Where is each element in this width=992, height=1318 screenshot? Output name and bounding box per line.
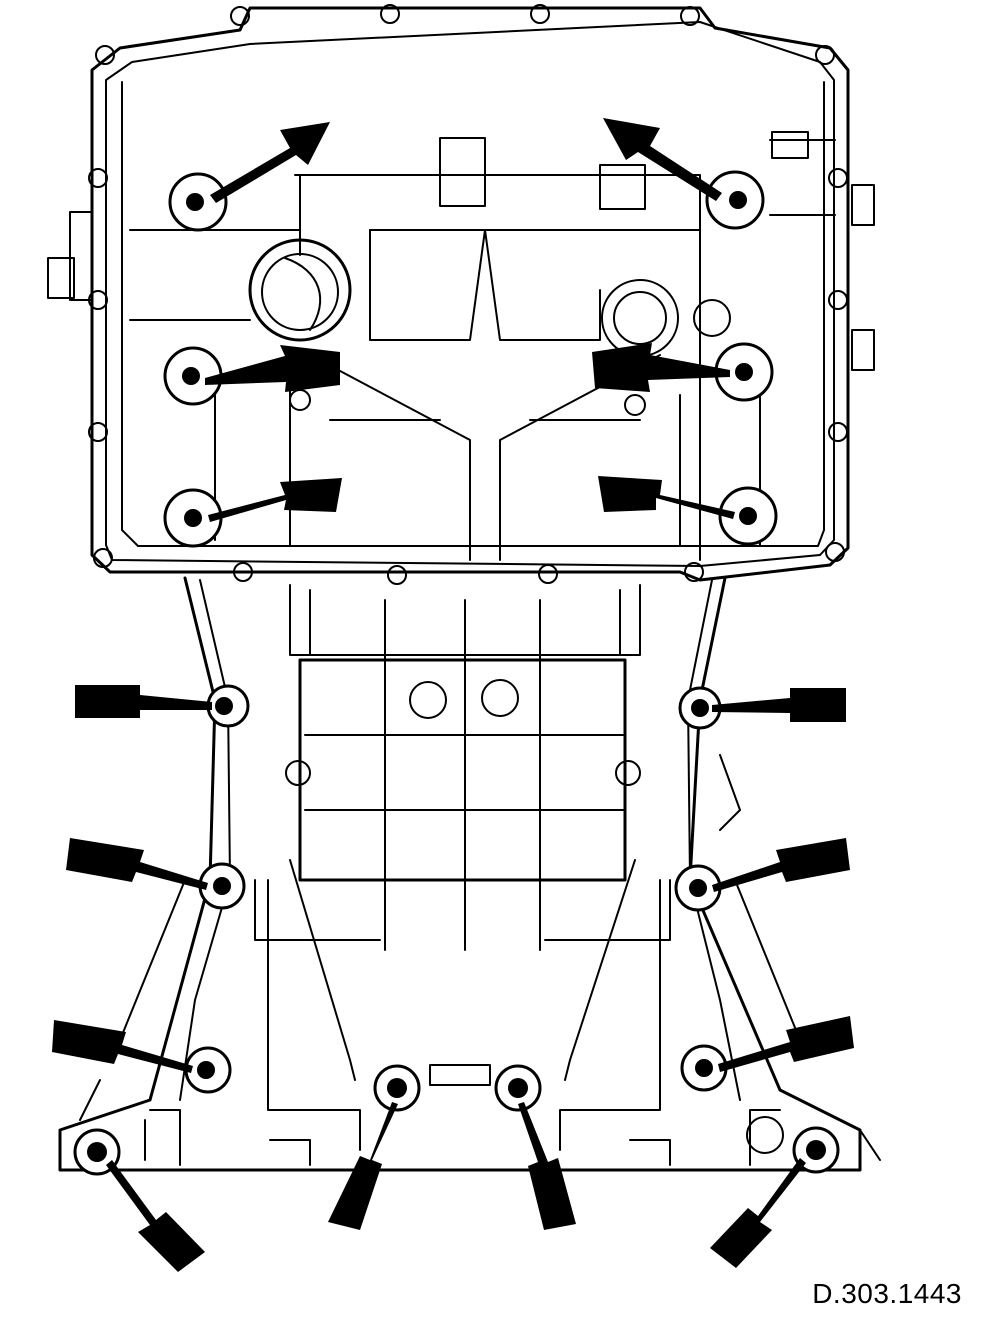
bolt-arrow-middle-right [592, 343, 730, 392]
bolt-points [73, 170, 840, 1176]
bolt-arrow-frame-left-2 [66, 838, 208, 890]
flange-bolt-holes [88, 4, 848, 585]
bolt-arrow-base-right [710, 1158, 806, 1268]
bolt-arrow-frame-right-1 [712, 688, 846, 722]
bolt-arrow-upper-right [603, 118, 722, 201]
bolt-arrow-frame-left-1 [75, 685, 212, 718]
bolt-arrow-frame-right-2 [712, 838, 850, 892]
bolt-arrow-frame-right-3 [718, 1016, 854, 1072]
bolt-arrow-lower-right [598, 476, 735, 519]
bolt-arrow-base-left [106, 1160, 205, 1272]
bolt-arrow-lower-left [208, 478, 342, 522]
bolt-arrow-base-center-left [328, 1102, 398, 1230]
callout-arrows [52, 118, 854, 1272]
bolt-arrow-upper-left [210, 122, 330, 203]
upper-pan [47, 4, 875, 585]
bolt-arrow-frame-left-3 [52, 1020, 193, 1073]
bolt-arrow-base-center-right [518, 1102, 576, 1230]
bolt-arrow-middle-left [205, 345, 340, 392]
figure-reference-code: D.303.1443 [812, 1278, 962, 1309]
lower-pan [58, 576, 881, 1172]
